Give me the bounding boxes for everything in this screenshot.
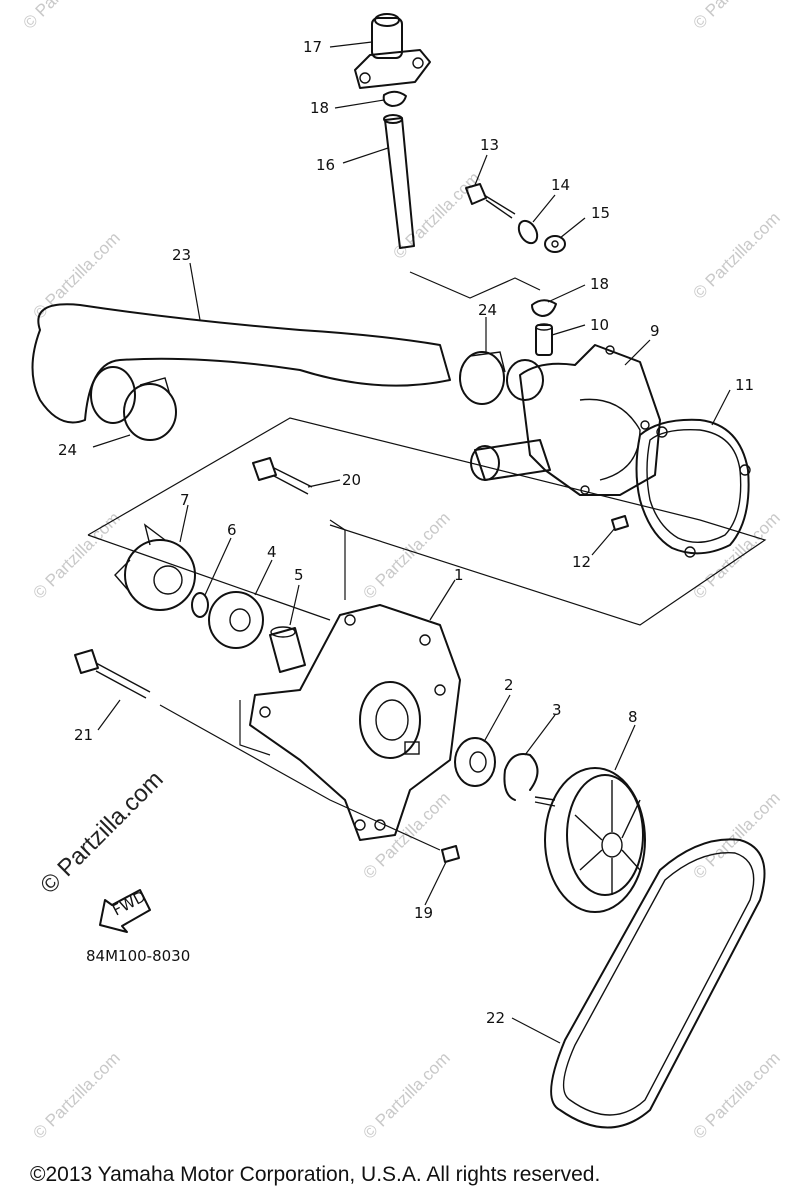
callout-12: 12 <box>572 553 591 571</box>
part-7-impeller <box>114 523 196 611</box>
part-8-pulley <box>534 767 646 913</box>
part-1-pump-housing <box>249 604 461 841</box>
callout-6: 6 <box>227 521 237 539</box>
part-13-bolt <box>465 183 516 219</box>
part-23-hose <box>31 303 451 424</box>
part-14-washer <box>517 219 539 245</box>
watermark: © Partzilla.com <box>359 1048 453 1142</box>
callout-10: 10 <box>590 316 609 334</box>
fwd-arrow-icon: FWD <box>99 887 151 933</box>
part-3-circlip <box>503 753 539 801</box>
part-21-bolt <box>74 649 151 699</box>
callout-11: 11 <box>735 376 754 394</box>
callout-13: 13 <box>480 136 499 154</box>
callout-7: 7 <box>180 491 190 509</box>
callout-24-left: 24 <box>58 441 77 459</box>
part-17-housing <box>354 13 431 89</box>
callout-8: 8 <box>628 708 638 726</box>
part-12-dowel-pin <box>611 515 629 531</box>
callout-15: 15 <box>591 204 610 222</box>
watermark: © Partzilla.com <box>689 1048 783 1142</box>
watermark: © Partzilla.com <box>689 788 783 882</box>
part-19-dowel-pin <box>441 845 460 863</box>
part-2-bearing <box>454 737 496 787</box>
watermark: © Partzilla.com <box>689 0 783 33</box>
callout-14: 14 <box>551 176 570 194</box>
callout-labels: 17 18 16 13 14 15 23 18 24 10 9 11 24 20… <box>58 38 754 1027</box>
part-5-collar <box>269 626 306 673</box>
copyright-notice: ©2013 Yamaha Motor Corporation, U.S.A. A… <box>30 1163 601 1186</box>
callout-9: 9 <box>650 322 660 340</box>
part-6-seal <box>191 592 209 618</box>
callout-23: 23 <box>172 246 191 264</box>
watermark: © Partzilla.com <box>689 208 783 302</box>
watermark: © Partzilla.com <box>389 168 483 262</box>
part-24-clamp-left <box>123 377 177 441</box>
callout-2: 2 <box>504 676 514 694</box>
callout-18-lower: 18 <box>590 275 609 293</box>
callout-17: 17 <box>303 38 322 56</box>
watermark: © Partzilla.com <box>689 508 783 602</box>
callout-1: 1 <box>454 566 464 584</box>
part-4-mechanical-seal <box>208 591 264 649</box>
figure-code: 84M100-8030 <box>86 947 191 965</box>
watermark-layer: © Partzilla.com © Partzilla.com © Partzi… <box>19 0 783 1143</box>
part-10-nipple <box>535 323 553 356</box>
watermark: © Partzilla.com <box>19 0 113 33</box>
callout-4: 4 <box>267 543 277 561</box>
part-18-clamp-lower <box>531 299 557 317</box>
callout-20: 20 <box>342 471 361 489</box>
callout-19: 19 <box>414 904 433 922</box>
callout-5: 5 <box>294 566 304 584</box>
part-24-clamp-right <box>459 351 506 405</box>
part-16-pipe <box>383 114 415 249</box>
callout-16: 16 <box>316 156 335 174</box>
callout-21: 21 <box>74 726 93 744</box>
part-15-nut <box>544 235 566 253</box>
callout-24-right: 24 <box>478 301 497 319</box>
part-9-pump-cover <box>470 344 661 496</box>
part-22-belt <box>550 838 766 1129</box>
watermark: © Partzilla.com <box>359 508 453 602</box>
callout-3: 3 <box>552 701 562 719</box>
watermark: © Partzilla.com <box>29 1048 123 1142</box>
part-18-clamp-top <box>382 90 407 107</box>
part-11-gasket <box>635 418 751 558</box>
part-20-bolt <box>252 457 313 495</box>
assembly-outline <box>87 271 767 851</box>
callout-22: 22 <box>486 1009 505 1027</box>
leader-lines <box>92 41 731 1044</box>
callout-18-top: 18 <box>310 99 329 117</box>
side-watermark: © Partzilla.com <box>35 766 168 899</box>
